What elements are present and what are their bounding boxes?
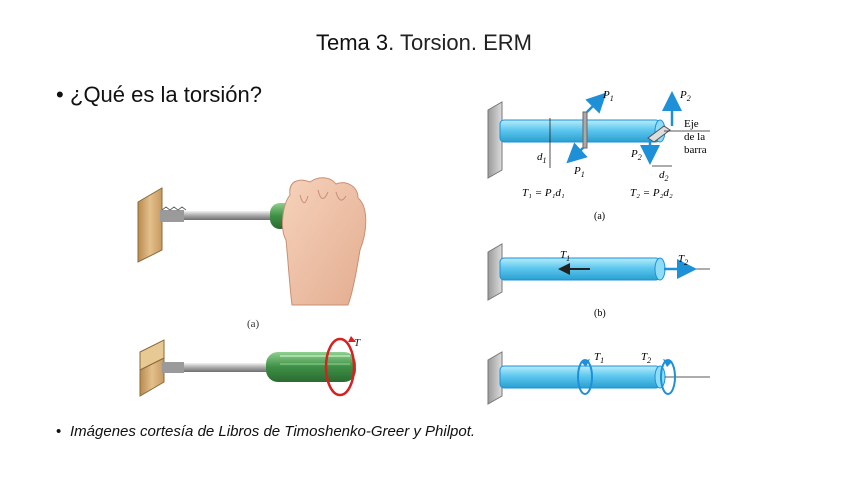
wall (487, 351, 503, 405)
screwdriver-shaft (184, 211, 274, 220)
figure-label-b: (b) (594, 308, 606, 319)
wall (487, 243, 503, 301)
wall (487, 101, 503, 179)
force-p1-top (585, 92, 607, 114)
torque-t2-curl (660, 359, 676, 395)
figure-label-a-right: (a) (594, 211, 605, 222)
equation-t2: T₂ = P₂d₂ (630, 187, 673, 199)
p2-bottom-label: P2 (630, 148, 642, 162)
force-p1-bottom (566, 142, 588, 164)
image-credit: • Imágenes cortesía de Libros de Timoshen… (56, 423, 475, 440)
torsion-bar-figure-c: T1 T2 (487, 351, 710, 405)
lever-1 (582, 111, 588, 149)
screw-tip (160, 210, 184, 222)
bullet-question: •¿Qué es la torsión? (56, 82, 262, 108)
t1-label-c: T1 (594, 351, 604, 365)
figure-label-a: (a) (247, 318, 260, 330)
hand (282, 177, 367, 306)
screwdriver-handle (266, 352, 356, 382)
screwdriver-shaft (184, 363, 270, 372)
d1-label: d1 (537, 151, 547, 165)
torsion-bar-figure-b: T1 T2 (b) (487, 243, 710, 319)
screwdriver-hand-illustration: (a) (137, 177, 367, 330)
p2-top-label: P2 (679, 89, 691, 103)
torque-label: T (354, 337, 361, 349)
lever-2 (647, 125, 671, 143)
equation-t1: T₁ = P₁d₁ (522, 187, 565, 199)
p1-bottom-label: P1 (573, 165, 585, 179)
screw-tip (162, 362, 184, 373)
slide-title: Tema 3. Torsion. ERM (0, 30, 848, 56)
t2-label-c: T2 (641, 351, 651, 365)
title-subject: . Torsion. ERM (388, 30, 532, 55)
d2-label: d2 (659, 169, 669, 183)
p1-top-label: P1 (602, 89, 614, 103)
question-text: ¿Qué es la torsión? (70, 82, 262, 107)
axis-label-line3: barra (684, 144, 707, 156)
credit-text: Imágenes cortesía de Libros de Timoshenk… (70, 423, 476, 440)
axis-label-line1: Eje (684, 118, 699, 130)
torque-t1-curl (577, 359, 593, 395)
wood-block (137, 187, 163, 263)
bullet-dot: • (56, 82, 64, 107)
t2-label-b: T2 (678, 253, 688, 267)
bar (499, 365, 661, 389)
torsion-bar-figure-a: P1 P1 d1 P2 P2 d2 Eje de la barra T₁ = P… (487, 89, 710, 222)
torque-arrow (324, 337, 356, 397)
screwdriver-torque-illustration: T (139, 336, 361, 397)
title-topic: Tema 3 (315, 30, 389, 55)
bullet-dot: • (56, 423, 62, 440)
axis-label-line2: de la (684, 131, 705, 143)
t1-label-b: T1 (560, 249, 570, 263)
bar (499, 119, 661, 143)
